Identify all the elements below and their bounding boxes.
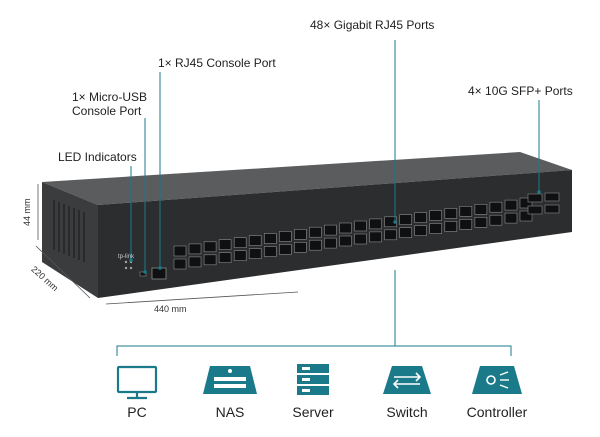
nas-icon bbox=[203, 366, 257, 394]
rj45-port bbox=[293, 229, 307, 240]
rj45-port bbox=[384, 229, 397, 241]
rj45-port bbox=[233, 237, 247, 248]
rj45-port bbox=[519, 210, 533, 222]
sfp-port-bank bbox=[527, 192, 560, 215]
rj45-port bbox=[399, 214, 413, 225]
rj45-port bbox=[504, 199, 518, 211]
rj45-port bbox=[354, 233, 367, 245]
rj45-ports-callout: 48× Gigabit RJ45 Ports bbox=[310, 18, 435, 32]
rj45-port bbox=[203, 241, 217, 253]
rj45-port bbox=[444, 221, 458, 232]
rj45-port bbox=[339, 222, 352, 234]
rj45-port bbox=[233, 250, 247, 261]
switch-icon bbox=[383, 366, 431, 394]
rj45-port bbox=[218, 252, 232, 263]
rj45-port bbox=[474, 217, 488, 228]
rj45-port bbox=[504, 212, 518, 224]
device-label-nas: NAS bbox=[215, 404, 245, 420]
connection-bracket bbox=[116, 270, 512, 356]
rj45-port bbox=[429, 210, 443, 221]
rj45-port bbox=[188, 256, 202, 268]
rj45-port bbox=[519, 197, 533, 209]
callout-dots bbox=[129, 190, 541, 274]
console-port bbox=[151, 267, 167, 280]
switch-side bbox=[42, 182, 98, 298]
rj45-port bbox=[444, 208, 458, 219]
led-callout: LED Indicators bbox=[58, 150, 137, 164]
height-dimension: 44 mm bbox=[22, 198, 32, 226]
side-vents bbox=[53, 200, 85, 262]
rj45-port bbox=[324, 237, 337, 249]
rj45-port bbox=[324, 224, 337, 236]
rj45-port bbox=[188, 243, 202, 255]
rj45-port bbox=[489, 201, 503, 213]
rj45-port bbox=[278, 231, 292, 242]
rj45-port bbox=[203, 254, 217, 266]
rj45-port bbox=[218, 239, 232, 250]
sfp-ports-callout: 4× 10G SFP+ Ports bbox=[468, 84, 573, 98]
device-label-server: Server bbox=[292, 404, 334, 420]
rj45-port bbox=[429, 223, 443, 234]
rj45-port bbox=[248, 248, 262, 259]
rj45-port bbox=[293, 242, 307, 253]
device-label-controller: Controller bbox=[466, 404, 528, 420]
rj45-port bbox=[173, 258, 187, 270]
micro-usb-callout: 1× Micro-USB Console Port bbox=[72, 90, 148, 118]
rj45-port bbox=[414, 225, 428, 236]
switch-top bbox=[42, 152, 572, 205]
rj45-port bbox=[369, 231, 382, 243]
device-label-pc: PC bbox=[127, 404, 147, 420]
rj45-port bbox=[369, 218, 382, 230]
brand-logo: tp-link bbox=[118, 254, 135, 260]
dimension-lines bbox=[35, 184, 299, 305]
width-dimension: 440 mm bbox=[154, 304, 187, 314]
rj45-port bbox=[278, 244, 292, 255]
rj45-port bbox=[459, 206, 473, 217]
rj45-port bbox=[459, 219, 473, 230]
device-label-switch: Switch bbox=[386, 404, 428, 420]
rj45-port bbox=[399, 227, 413, 238]
rj45-port bbox=[354, 220, 367, 232]
server-icon bbox=[297, 364, 329, 395]
callout-lines bbox=[130, 40, 540, 272]
rj45-port bbox=[414, 212, 428, 223]
micro-usb-port bbox=[139, 271, 147, 277]
rj45-port bbox=[474, 204, 488, 215]
rj45-port bbox=[339, 235, 352, 247]
rj45-port bbox=[173, 245, 187, 257]
controller-icon bbox=[472, 366, 522, 394]
rj45-port bbox=[263, 246, 277, 257]
rj45-port-bank bbox=[173, 197, 533, 270]
pc-icon bbox=[116, 365, 158, 400]
rj45-port bbox=[263, 233, 277, 244]
rj45-port bbox=[248, 235, 262, 246]
rj45-port bbox=[489, 214, 503, 226]
console-port-callout: 1× RJ45 Console Port bbox=[158, 56, 276, 70]
rj45-port bbox=[309, 226, 322, 238]
rj45-port bbox=[309, 239, 322, 251]
